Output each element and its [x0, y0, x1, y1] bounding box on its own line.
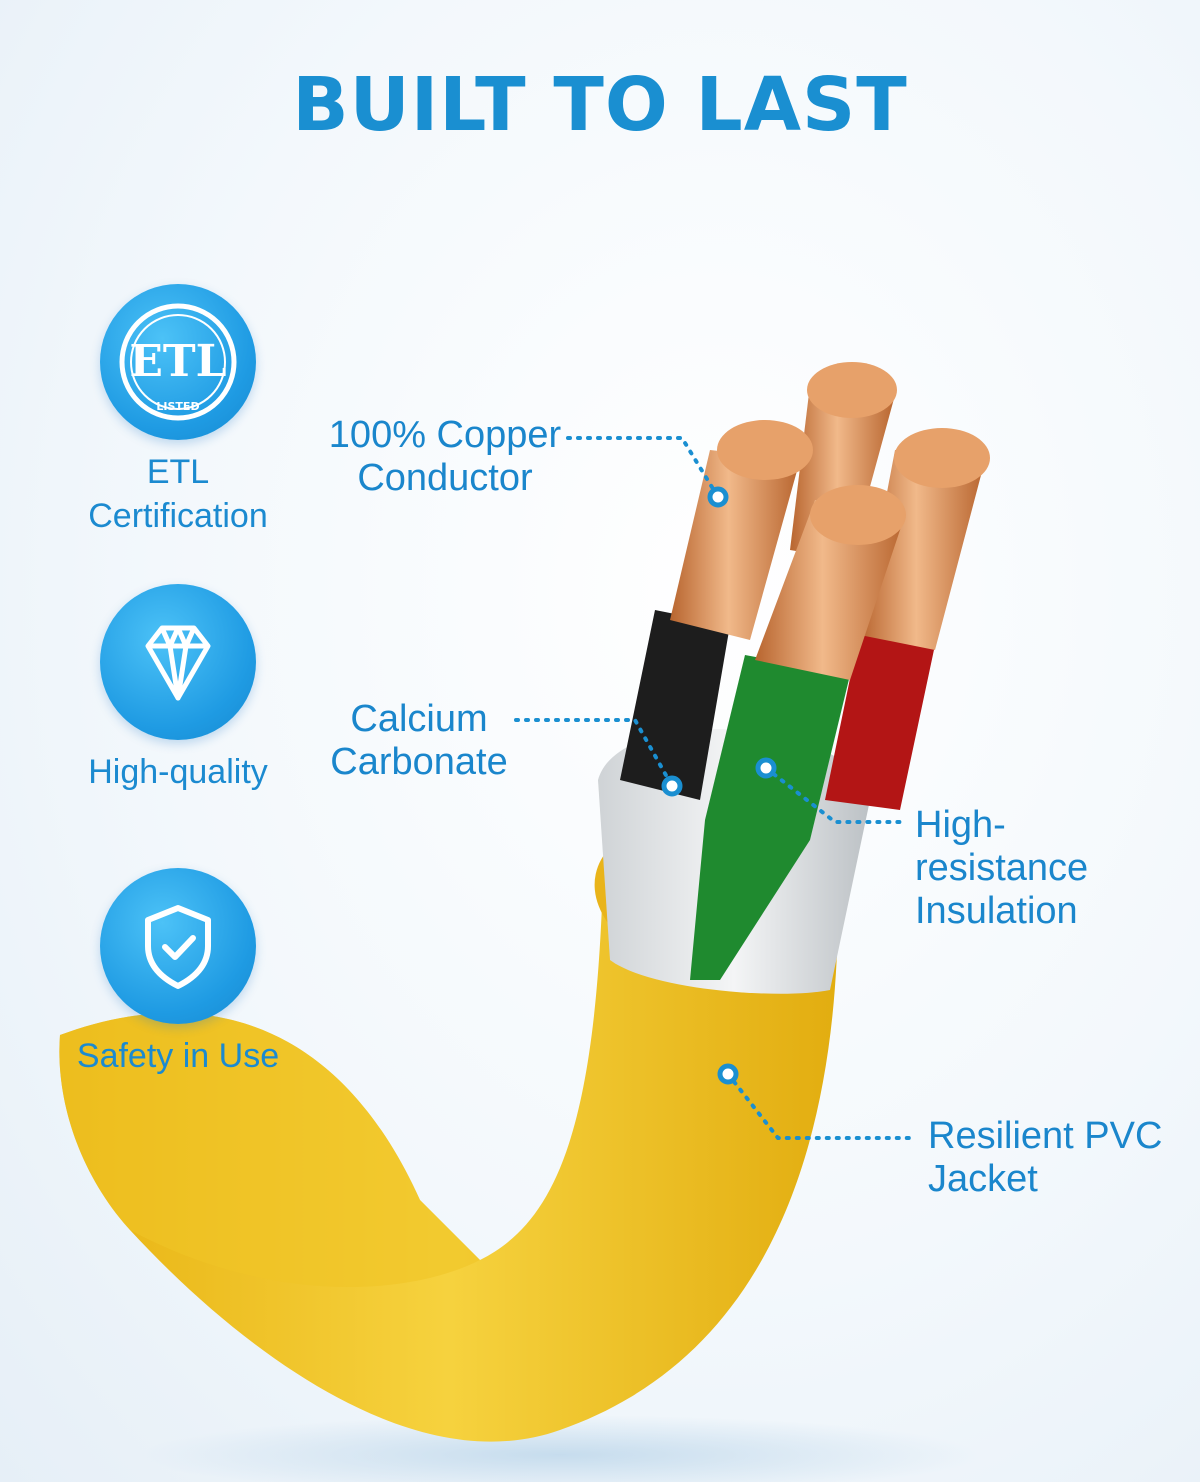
leader-insulation — [764, 766, 902, 824]
feature-safety: Safety in Use — [68, 868, 288, 1078]
callout-insulation: High-resistance Insulation — [915, 804, 1089, 932]
red-insulation — [825, 630, 935, 810]
leader-jacket — [726, 1072, 917, 1140]
callout-jacket: Resilient PVC Jacket — [928, 1115, 1163, 1200]
feature-etl: ETL LISTED ETL Certification — [68, 284, 288, 538]
floor-shadow — [140, 1415, 980, 1482]
strand-end-4 — [810, 485, 906, 545]
green-insulation — [690, 655, 850, 980]
page-title: BUILT TO LAST — [292, 62, 908, 148]
feature-label-quality: High-quality — [88, 753, 268, 791]
etl-logo-subtext: LISTED — [156, 400, 199, 413]
shield-check-icon — [100, 868, 256, 1024]
copper-strands-4 — [755, 500, 905, 680]
leader-calcium — [514, 718, 674, 788]
leader-copper — [566, 436, 720, 499]
feature-label-safety: Safety in Use — [76, 1037, 280, 1075]
callout-calcium: Calcium Carbonate — [330, 698, 508, 783]
dot-calcium — [661, 775, 683, 797]
strand-end-1 — [717, 420, 813, 480]
etl-listed-logo: ETL LISTED — [100, 284, 256, 440]
pvc-jacket-shape — [59, 830, 839, 1442]
feature-label-etl: ETL Certification — [88, 453, 268, 535]
callout-copper: 100% Copper Conductor — [328, 414, 562, 499]
dot-copper — [707, 486, 729, 508]
black-insulation — [620, 610, 730, 800]
dot-insulation — [755, 757, 777, 779]
strand-end-2 — [807, 362, 897, 418]
copper-strands-1 — [670, 450, 800, 640]
diamond-icon — [100, 584, 256, 740]
feature-quality: High-quality — [68, 584, 288, 794]
dot-jacket — [717, 1063, 739, 1085]
etl-logo-text: ETL — [129, 336, 226, 387]
strand-end-3 — [894, 428, 990, 488]
